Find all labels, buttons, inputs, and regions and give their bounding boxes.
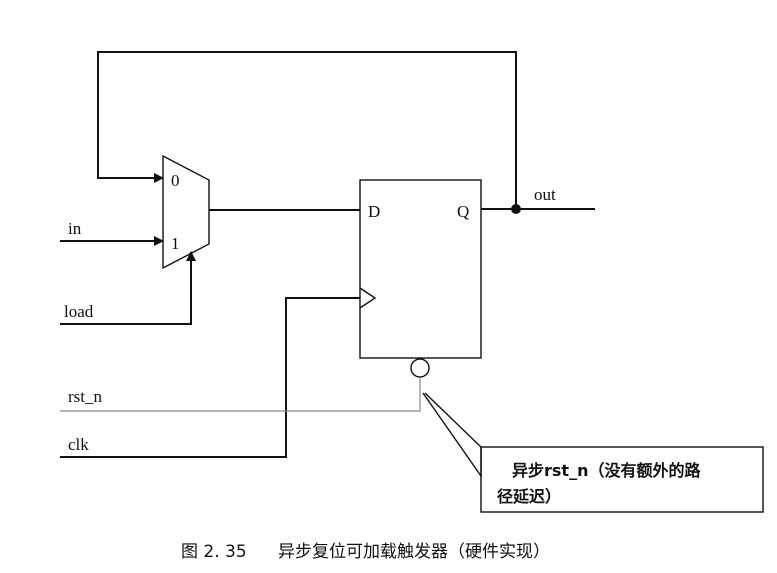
mux-input-1-label: 1: [171, 234, 180, 253]
callout-text-line2: 径延迟）: [497, 487, 561, 506]
rst-n-label: rst_n: [68, 387, 103, 406]
feedback-wire: [97, 51, 517, 209]
mux-input-0-label: 0: [171, 171, 180, 190]
load-label: load: [64, 302, 94, 321]
callout-text-line1: 异步rst_n（没有额外的路: [512, 461, 701, 480]
flip-flop-q-label: Q: [457, 202, 469, 221]
in-label: in: [68, 219, 82, 238]
rst-n-wire: [60, 377, 421, 412]
figure-title: 异步复位可加载触发器（硬件实现）: [278, 542, 550, 562]
mux: [162, 154, 210, 270]
reset-bubble: [410, 358, 430, 378]
callout-pointer: [422, 392, 482, 479]
clk-label: clk: [68, 435, 89, 454]
out-label: out: [534, 185, 556, 204]
callout-box: [480, 446, 764, 513]
clk-wire: [60, 297, 360, 458]
load-wire: [60, 251, 196, 325]
junction-dot: [511, 204, 521, 214]
flip-flop-d-label: D: [368, 202, 380, 221]
clock-triangle: [359, 287, 377, 309]
figure-number: 图 2. 35: [181, 542, 247, 562]
flip-flop: [359, 179, 482, 359]
